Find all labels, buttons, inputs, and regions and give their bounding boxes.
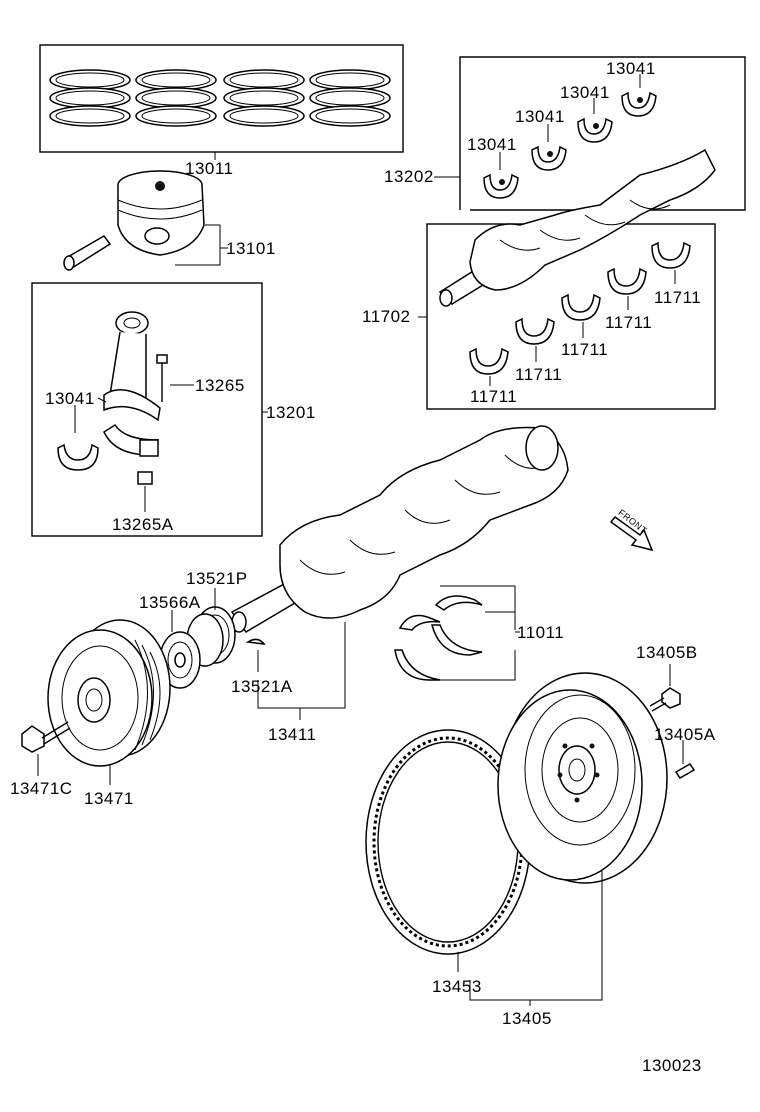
label-13265: 13265 xyxy=(195,376,245,395)
piston-ring-4 xyxy=(309,69,391,127)
label-13041-1: 13041 xyxy=(467,135,517,154)
conrod-bearing xyxy=(57,443,99,471)
label-13471C: 13471C xyxy=(10,779,73,798)
label-13405: 13405 xyxy=(502,1009,552,1028)
label-13041-2: 13041 xyxy=(515,107,565,126)
conrod-box xyxy=(31,282,263,537)
label-11011: 11011 xyxy=(517,623,564,642)
piston-ring-2 xyxy=(135,69,217,127)
flywheel xyxy=(497,672,668,884)
connecting-rod xyxy=(103,311,161,422)
main-bearing-4 xyxy=(607,267,647,295)
crank-pin-bearing-group: 13202 13041 13041 13041 13041 xyxy=(384,56,746,211)
label-13202: 13202 xyxy=(384,167,434,186)
crank-pin-bearing-box xyxy=(459,56,746,211)
label-13101: 13101 xyxy=(226,239,276,258)
label-11711-5: 11711 xyxy=(654,288,701,307)
label-13041-conrod: 13041 xyxy=(45,389,95,408)
piston-pin xyxy=(63,235,112,271)
label-11702: 11702 xyxy=(362,307,411,326)
conrod-nut xyxy=(137,471,153,485)
label-13453: 13453 xyxy=(432,977,482,996)
thrust-washers xyxy=(394,595,483,681)
conrod-cap xyxy=(103,423,160,457)
label-13265A: 13265A xyxy=(112,515,174,534)
conrod-group: 13201 13265 13041 13265A xyxy=(31,282,316,537)
conrod-bolt xyxy=(156,354,168,402)
main-bearing-3 xyxy=(561,293,601,321)
label-11711-2: 11711 xyxy=(515,365,562,384)
flywheel-pin xyxy=(674,763,696,779)
main-bearing-2 xyxy=(515,317,555,345)
label-13521P: 13521P xyxy=(186,569,248,588)
label-13405B: 13405B xyxy=(636,643,698,662)
label-13471: 13471 xyxy=(84,789,134,808)
crank-key xyxy=(245,638,266,645)
crank-pin-bearing-4 xyxy=(621,91,657,117)
main-bearing-5 xyxy=(651,241,691,269)
pulley-bolt xyxy=(21,721,71,753)
label-11711-1: 11711 xyxy=(470,387,517,406)
main-bearing-1 xyxy=(469,347,509,375)
crank-pulley xyxy=(47,619,171,767)
main-bearing-group: 11702 11711 11711 xyxy=(362,148,716,410)
label-13566A: 13566A xyxy=(139,593,201,612)
piston-ring-3 xyxy=(223,69,305,127)
front-arrow: FRONT xyxy=(609,507,654,552)
label-13041-3: 13041 xyxy=(560,83,610,102)
label-13201: 13201 xyxy=(266,403,316,422)
label-13011: 13011 xyxy=(185,159,234,178)
crankshaft-small xyxy=(438,148,716,307)
crank-pin-bearing-1 xyxy=(483,173,519,199)
label-13521A: 13521A xyxy=(231,677,293,696)
label-11711-3: 11711 xyxy=(561,340,608,359)
label-13041-4: 13041 xyxy=(606,59,656,78)
crank-pin-bearing-3 xyxy=(577,117,613,143)
label-13411: 13411 xyxy=(268,725,317,744)
piston xyxy=(117,170,205,256)
flywheel-bolt xyxy=(649,687,681,712)
crank-pin-bearing-2 xyxy=(531,145,567,171)
label-13405A: 13405A xyxy=(654,725,716,744)
label-11711-4: 11711 xyxy=(605,313,652,332)
crankshaft xyxy=(230,425,569,633)
piston-ring-box xyxy=(39,44,404,153)
piston-ring-set-group: 13011 xyxy=(39,44,404,178)
piston-group: 13101 xyxy=(63,170,276,271)
diagram-number: 130023 xyxy=(642,1056,702,1075)
piston-ring-1 xyxy=(49,69,131,127)
